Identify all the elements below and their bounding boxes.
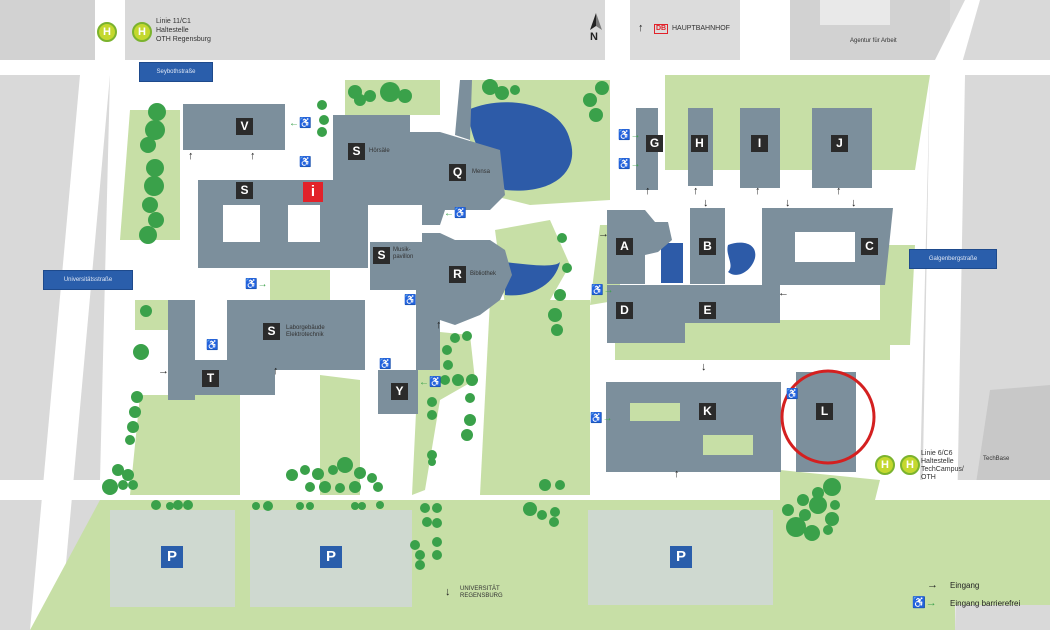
wheelchair-icon: ←♿: [289, 118, 312, 129]
arrow-icon: ↑: [693, 185, 699, 197]
info-icon[interactable]: i: [303, 182, 323, 202]
building-label[interactable]: G: [646, 135, 663, 152]
arrow-icon: ↓: [445, 586, 451, 598]
transit-stop-right-label: Linie 6/C6 Haltestelle TechCampus/ OTH: [921, 450, 964, 481]
db-logo-icon: DB: [654, 24, 669, 34]
hauptbahnhof-label: HAUPTBAHNHOF: [672, 25, 730, 32]
wheelchair-icon: ♿→: [618, 130, 641, 141]
building-label[interactable]: J: [831, 135, 848, 152]
wheelchair-icon: ♿→: [590, 413, 613, 424]
compass-label: N: [590, 31, 598, 43]
arrow-icon: ↑: [836, 185, 842, 197]
arrow-icon: ↑: [638, 22, 644, 34]
universitaet-label: UNIVERSITÄT REGENSBURG: [460, 586, 503, 599]
bus-stop-icon: H: [900, 455, 920, 475]
arrow-icon: ←: [778, 287, 789, 299]
wheelchair-icon: ♿: [299, 157, 312, 168]
arrow-icon: ↑: [645, 185, 651, 197]
buildings: [168, 80, 893, 472]
parking-icon[interactable]: P: [670, 546, 692, 568]
arrow-icon: ↓: [785, 197, 791, 209]
parking-icon[interactable]: P: [320, 546, 342, 568]
bus-stop-icon: H: [132, 22, 152, 42]
techbase-label: TechBase: [983, 456, 1010, 462]
arrow-icon: ↑: [250, 150, 256, 162]
building-label[interactable]: B: [699, 238, 716, 255]
arrow-icon: →: [927, 579, 938, 591]
building-label[interactable]: Y: [391, 383, 408, 400]
laborgebaeude-label: Laborgebäude Elektrotechnik: [286, 325, 325, 338]
building-label[interactable]: Q: [449, 164, 466, 181]
musikpavillon-label: Musik- pavillon: [393, 247, 414, 260]
wheelchair-icon: ♿→: [912, 597, 937, 609]
building-label[interactable]: H: [691, 135, 708, 152]
north-arrow-icon: [590, 13, 602, 30]
mensa-label: Mensa: [472, 169, 491, 175]
arrow-icon: →: [598, 228, 609, 240]
wheelchair-icon: ♿→: [618, 159, 641, 170]
agentur-label: Agentur für Arbeit: [850, 38, 897, 44]
building-label[interactable]: A: [616, 238, 633, 255]
arrow-icon: ↑: [674, 468, 680, 480]
building-label[interactable]: R: [449, 266, 466, 283]
street-sign-seybothstrasse: Seybothstraße: [139, 62, 213, 82]
building-label-highlighted[interactable]: L: [816, 403, 833, 420]
bus-stop-icon: H: [97, 22, 117, 42]
arrow-icon: ↓: [701, 361, 707, 373]
wheelchair-icon: ♿: [379, 359, 392, 370]
legend-entrance: Eingang: [950, 581, 980, 590]
wheelchair-icon: ♿→: [245, 279, 268, 290]
trees: [102, 79, 841, 570]
building-label[interactable]: S: [348, 143, 365, 160]
transit-stop-top-label: Linie 11/C1 Haltestelle OTH Regensburg: [156, 18, 211, 43]
building-label[interactable]: I: [751, 135, 768, 152]
wheelchair-icon: ♿: [786, 389, 799, 400]
building-label[interactable]: E: [699, 302, 716, 319]
wheelchair-icon: ←♿: [419, 377, 442, 388]
arrow-icon: ↓: [851, 197, 857, 209]
arrow-icon: ↑: [188, 150, 194, 162]
street-sign-universitaetsstrasse: Universitätsstraße: [43, 270, 133, 290]
wheelchair-icon: ←♿: [444, 208, 467, 219]
wheelchair-icon: ♿: [206, 340, 219, 351]
arrow-icon: ↑: [273, 365, 279, 377]
techbase-building: [975, 385, 1050, 495]
bibliothek-label: Bibliothek: [470, 271, 497, 277]
bus-stop-icon: H: [875, 455, 895, 475]
legend-barrier-free: Eingang barrierefrei: [950, 599, 1021, 608]
arrow-icon: →: [158, 365, 169, 377]
building-label[interactable]: V: [236, 118, 253, 135]
building-label[interactable]: T: [202, 370, 219, 387]
building-label[interactable]: S: [373, 247, 390, 264]
building-label[interactable]: S: [263, 323, 280, 340]
wheelchair-icon: ♿→: [591, 285, 614, 296]
building-label[interactable]: S: [236, 182, 253, 199]
building-label[interactable]: C: [861, 238, 878, 255]
street-sign-galgenbergstrasse: Galgenbergstraße: [909, 249, 997, 269]
building-label[interactable]: D: [616, 302, 633, 319]
highlight-ring: [780, 369, 876, 465]
building-label[interactable]: K: [699, 403, 716, 420]
arrow-icon: ↑: [755, 185, 761, 197]
hoersaele-label: Hörsäle: [369, 148, 390, 154]
arrow-icon: ↓: [703, 197, 709, 209]
parking-icon[interactable]: P: [161, 546, 183, 568]
arrow-icon: ↑: [436, 319, 442, 331]
wheelchair-icon: ♿: [404, 295, 417, 306]
